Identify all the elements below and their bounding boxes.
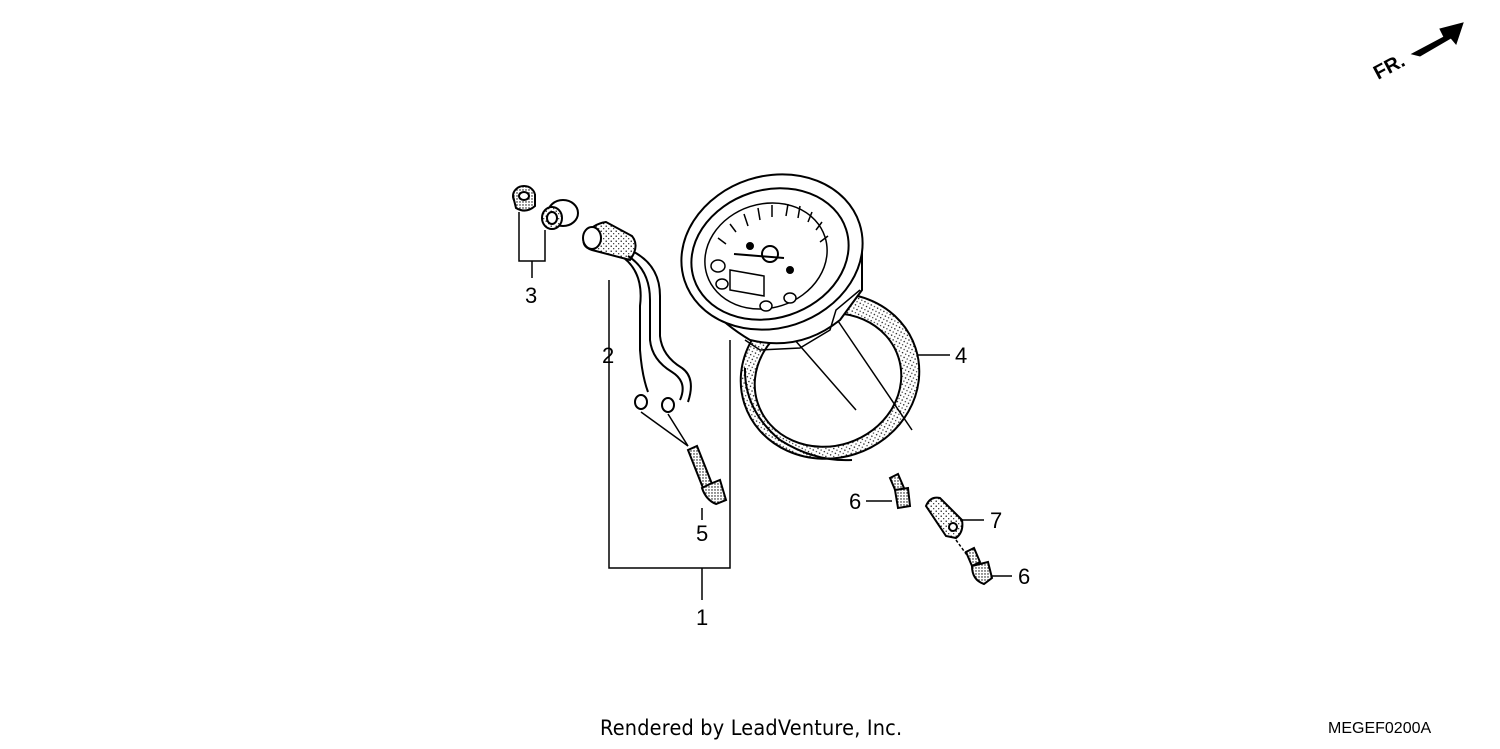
callout-bracket-3 — [518, 212, 546, 278]
callout-2: 2 — [602, 343, 614, 368]
grommet-part-3 — [541, 199, 579, 230]
callout-1: 1 — [696, 605, 708, 630]
screw-part-6-upper — [888, 472, 912, 510]
callout-7: 7 — [990, 508, 1002, 533]
direction-label: FR. — [1370, 50, 1409, 85]
speedometer-gauge — [680, 173, 864, 351]
diagram-code: MEGEF0200A — [1328, 720, 1432, 737]
screw-part-6-lower — [964, 546, 994, 586]
bulb-socket-part-3 — [512, 185, 536, 212]
front-direction-arrow-icon: FR. — [1370, 22, 1464, 85]
wire-harness-part-2 — [582, 220, 692, 413]
screw-part-5 — [640, 411, 728, 506]
callout-3: 3 — [525, 283, 537, 308]
callout-6-lower: 6 — [1018, 564, 1030, 589]
footer-credit: Rendered by LeadVenture, Inc. — [600, 716, 903, 740]
callout-5: 5 — [696, 521, 708, 546]
clip-part-7 — [924, 496, 964, 540]
callout-6-upper: 6 — [849, 489, 861, 514]
callout-bracket-1 — [608, 280, 731, 600]
callout-4: 4 — [955, 343, 967, 368]
